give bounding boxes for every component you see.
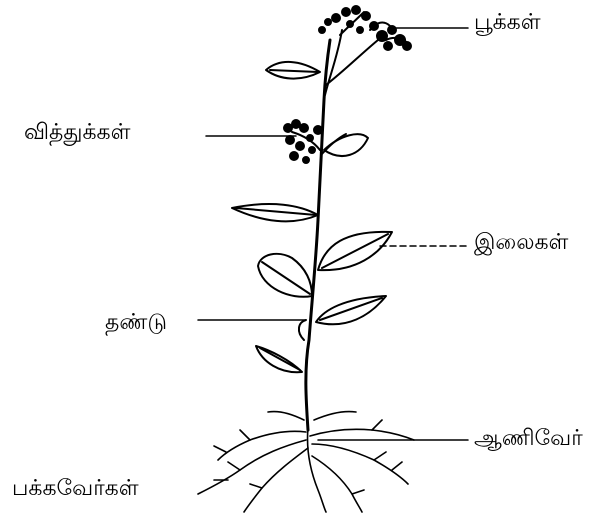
root-system <box>198 411 414 512</box>
label-taproot: ஆணிவேர் <box>474 428 583 450</box>
seed-cluster <box>284 120 322 163</box>
leader-lines <box>198 28 468 440</box>
label-flowers: பூக்கள் <box>474 12 541 34</box>
label-lateral-roots: பக்கவேர்கள் <box>12 478 139 500</box>
leaf-bottom-left-vein <box>260 348 300 370</box>
leaf-small-bud <box>299 320 306 340</box>
leaf-mid-left <box>232 204 318 221</box>
main-stem <box>306 40 330 430</box>
label-seeds: வித்துக்கள் <box>24 122 130 144</box>
leaf-upper-right <box>324 134 368 156</box>
label-leaves: இலைகள் <box>474 232 568 254</box>
leaf-top-vein <box>270 70 318 72</box>
label-stem: தண்டு <box>105 312 167 334</box>
